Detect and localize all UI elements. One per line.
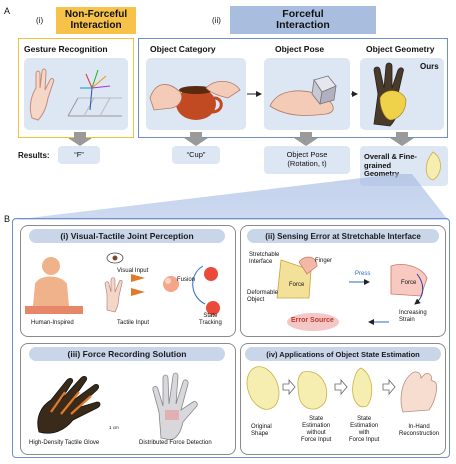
finger-label: Finger (315, 258, 333, 264)
glove-illustration (373, 62, 407, 127)
panel-visual-tactile: (i) Visual-Tactile Joint Perception Visu… (20, 225, 236, 337)
geometry-blob-icon (425, 151, 441, 181)
sensing-error-illustration (276, 256, 428, 331)
error-source-label: Error Source (291, 317, 334, 324)
panel-sensing-error: (ii) Sensing Error at Stretchable Interf… (240, 225, 446, 337)
fusion-sphere-icon (163, 276, 179, 292)
in-hand-label: In-Hand Reconstruction (399, 424, 440, 437)
fusion-label: Fusion (177, 277, 196, 283)
sensor-hand-icon (152, 372, 198, 441)
glove-caption: High-Density Tactile Glove (29, 440, 100, 446)
with-force-label: State Estimation with Force Input (349, 416, 380, 443)
force-left-label: Force (289, 282, 305, 288)
eye-icon (106, 252, 124, 264)
original-shape-label: Original Shape (251, 424, 272, 437)
panel-iv-title: (iv) Applications of Object State Estima… (245, 347, 441, 361)
forceful-frame (138, 38, 448, 138)
hand-icon (29, 68, 55, 121)
part-b-frame (12, 218, 450, 458)
forceful-header: Forceful Interaction (230, 6, 376, 34)
tactile-input-label: Tactile Input (117, 320, 150, 326)
arrow-icon (282, 378, 296, 396)
result-f: “F” (58, 146, 100, 164)
panel-ii-title: (ii) Sensing Error at Stretchable Interf… (247, 229, 439, 243)
cube-icon (311, 75, 337, 105)
force-right-label: Force (401, 280, 417, 286)
arrow-icon (334, 378, 348, 396)
pose-title: Object Pose (275, 44, 325, 54)
with-force-shape-icon (352, 367, 373, 408)
fusion-arrows-icon (131, 274, 145, 296)
geometry-title: Object Geometry (366, 44, 435, 54)
panel-i-title: (i) Visual-Tactile Joint Perception (29, 229, 225, 243)
panel-applications: (iv) Applications of Object State Estima… (240, 343, 446, 455)
part-b-letter: B (4, 214, 11, 224)
visual-input-label: Visual Input (117, 268, 149, 274)
cup-icon (176, 86, 223, 120)
error-source-pill-icon (287, 313, 339, 331)
section-i-tag: (i) (36, 16, 44, 25)
stretchable-interface-label: Stretchable Interface (249, 252, 280, 265)
gesture-card (24, 58, 128, 130)
section-ii-tag: (ii) (212, 16, 221, 25)
force-recording-illustration (37, 372, 198, 441)
without-force-label: State Estimation without Force Input (301, 416, 332, 443)
original-shape-icon (246, 366, 280, 410)
zoom-funnel (12, 174, 448, 220)
deformable-object-icon (276, 259, 312, 299)
panel-force-recording: (iii) Force Recording Solution 1 cm High… (20, 343, 236, 455)
in-hand-icon (400, 371, 437, 413)
without-force-shape-icon (297, 371, 328, 410)
part-a-letter: A (4, 6, 11, 16)
glove-icon (373, 62, 407, 127)
result-pose: Object Pose (Rotation, t) (264, 146, 350, 174)
deformed-object-icon (390, 264, 428, 305)
tactile-glove-icon (37, 375, 101, 434)
scale-bar-label: 1 cm (109, 425, 119, 430)
pose-illustration (269, 75, 337, 116)
cup-illustration (149, 81, 241, 120)
result-cup: “Cup” (172, 146, 220, 164)
part-a-arrows (68, 91, 414, 146)
geometry-card: Ours (360, 58, 444, 130)
ours-label: Ours (420, 62, 439, 71)
human-inspired-label: Human-Inspired (31, 320, 74, 326)
increasing-strain-label: Increasing Strain (399, 310, 427, 323)
hand-icon (149, 81, 241, 111)
arrow-icon (382, 378, 396, 396)
applications-illustration (246, 366, 437, 413)
category-card (146, 58, 246, 130)
pose-card (264, 58, 350, 130)
gesture-title: Gesture Recognition (24, 44, 108, 54)
deformable-object-label: Deformable Object (247, 290, 279, 303)
skeleton-icon (67, 69, 122, 117)
finger-icon (298, 256, 318, 275)
press-label: Press (355, 271, 371, 277)
distributed-caption: Distributed Force Detection (139, 440, 212, 446)
non-forceful-header: Non-Forceful Interaction (56, 7, 136, 34)
human-icon (25, 257, 83, 314)
category-title: Object Category (150, 44, 216, 54)
state-tracking-icon (192, 265, 220, 315)
visual-tactile-illustration (25, 252, 220, 315)
panel-iii-title: (iii) Force Recording Solution (29, 347, 225, 361)
state-tracking-label: State Tracking (199, 313, 222, 326)
gesture-illustration (29, 68, 122, 121)
results-label: Results: (18, 151, 50, 160)
tactile-hand-icon (104, 277, 123, 313)
